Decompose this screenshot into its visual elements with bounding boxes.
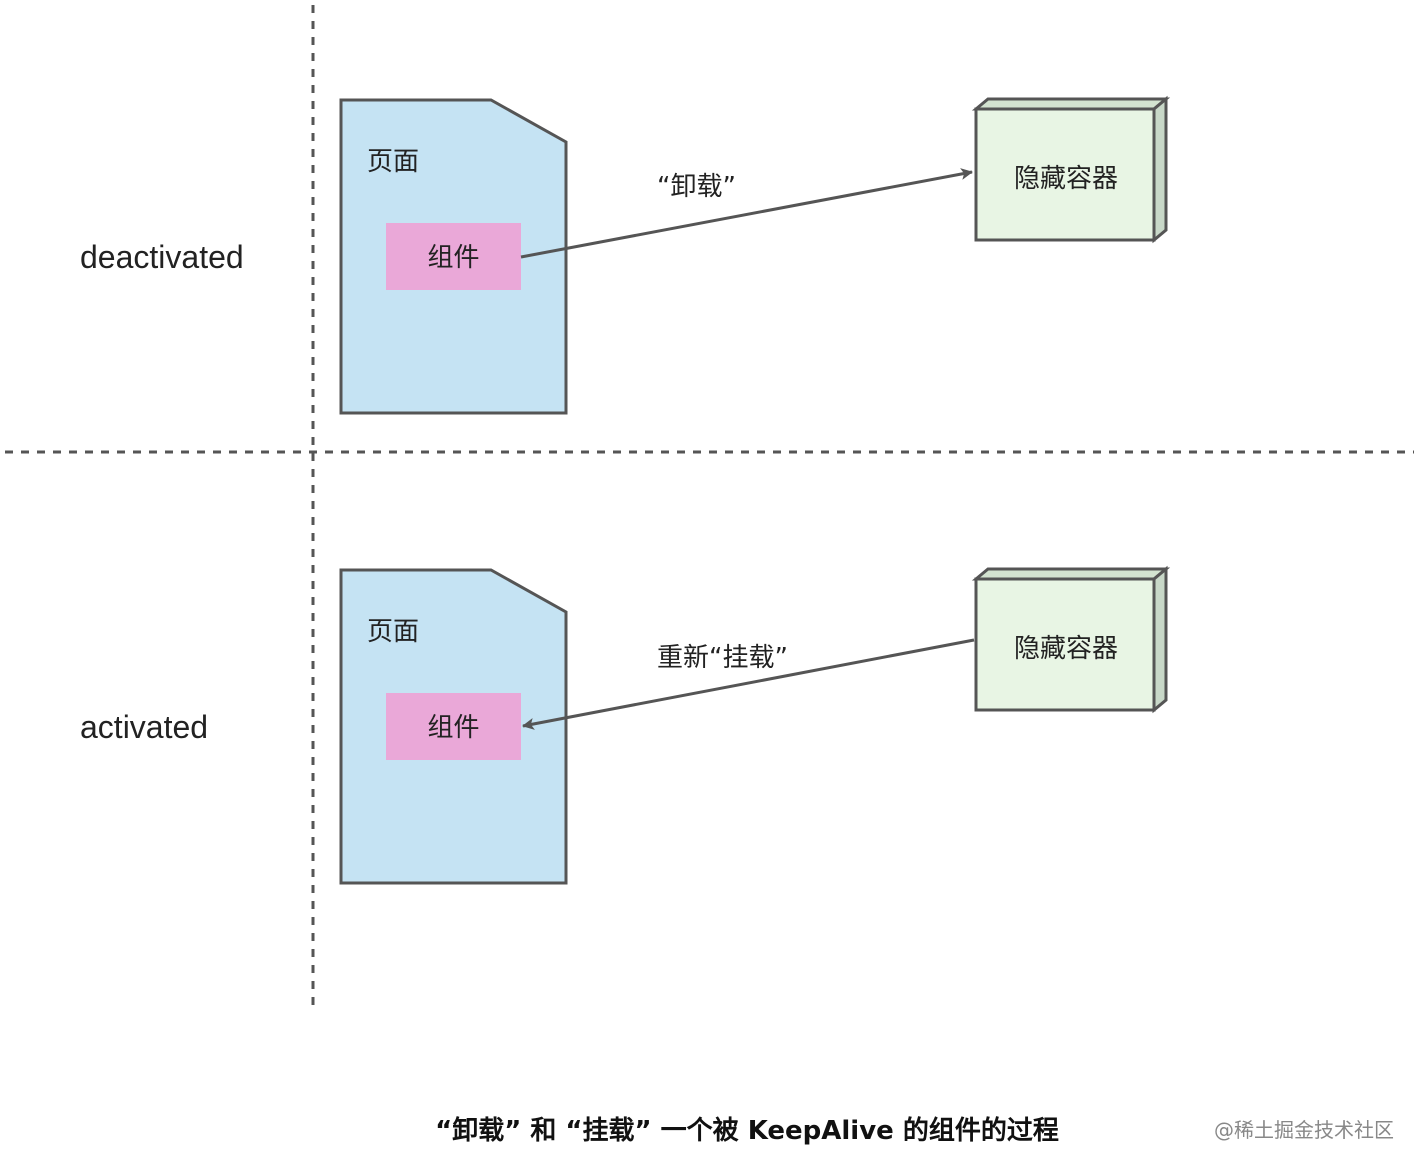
hidden-container-top	[971, 95, 1171, 244]
component-label-bottom: 组件	[427, 713, 479, 743]
unmount-arrow-label: “卸载”	[657, 172, 736, 202]
remount-arrow-label: 重新“挂载”	[657, 643, 788, 673]
hidden-container-label-top: 隐藏容器	[1014, 164, 1118, 194]
phase-label-activated: activated	[80, 709, 208, 745]
page-label-top: 页面	[367, 147, 419, 177]
diagram-caption: “卸载” 和 “挂载” 一个被 KeepAlive 的组件的过程	[435, 1116, 1059, 1146]
component-label-top: 组件	[427, 243, 479, 273]
phase-label-deactivated: deactivated	[80, 239, 244, 275]
unmount-arrow	[520, 168, 973, 259]
remount-arrow	[522, 638, 975, 730]
component-box-top	[386, 223, 521, 290]
watermark: @稀土掘金技术社区	[1214, 1118, 1394, 1142]
page-label-bottom: 页面	[367, 617, 419, 647]
hidden-container-label-bottom: 隐藏容器	[1014, 634, 1118, 664]
hidden-container-bottom	[971, 565, 1171, 714]
component-box-bottom	[386, 693, 521, 760]
